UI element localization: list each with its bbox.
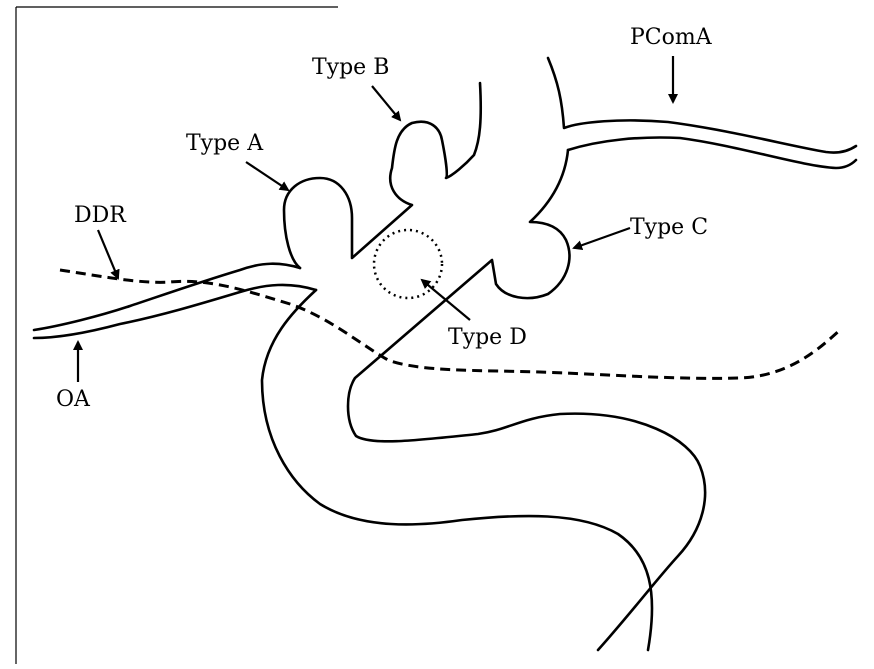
arrow-ddr: [98, 230, 118, 278]
vessel-outline: [34, 58, 856, 650]
arrow-type-a: [246, 162, 288, 190]
oa-upper: [34, 264, 300, 330]
pcoma-lower-wall: [568, 138, 856, 169]
label-type-b: Type B: [312, 55, 389, 80]
label-type-c: Type C: [630, 215, 708, 240]
label-type-d: Type D: [448, 325, 527, 350]
oa-lower: [34, 285, 316, 338]
arrow-type-c: [574, 228, 630, 248]
arrows: [78, 56, 673, 382]
label-oa: OA: [56, 387, 91, 412]
vessel-right-wall: [548, 58, 856, 153]
label-type-a: Type A: [186, 131, 264, 156]
label-ddr: DDR: [74, 203, 127, 228]
label-pcoma: PComA: [630, 25, 713, 50]
arrow-type-b: [372, 86, 400, 120]
